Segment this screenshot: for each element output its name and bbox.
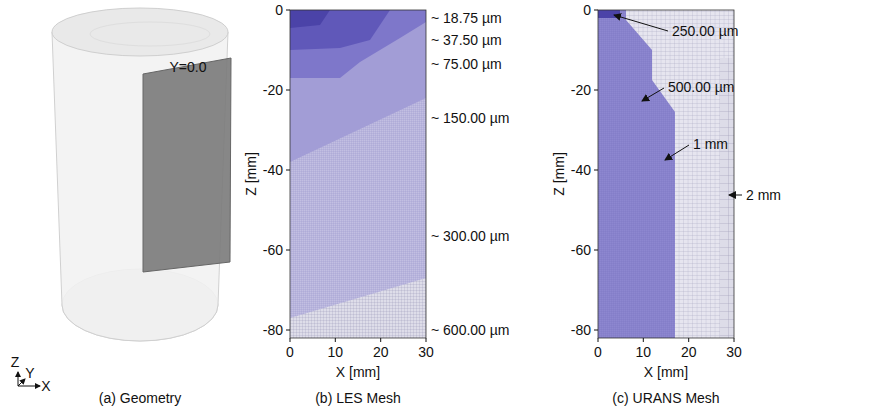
tick-label: 30 — [418, 344, 434, 360]
mesh-size-label: 250.00 µm — [672, 23, 738, 39]
les-mesh — [286, 10, 426, 342]
tick-label: -80 — [571, 322, 591, 338]
tick-label: -40 — [571, 162, 591, 178]
tick-label: -40 — [263, 162, 283, 178]
subfigure-caption: (b) LES Mesh — [315, 390, 401, 406]
mesh-size-label: ~ 37.50 µm — [431, 32, 502, 48]
mesh-size-label: 1 mm — [693, 136, 728, 152]
mesh-size-label: 2 mm — [746, 187, 781, 203]
tick-label: -60 — [571, 242, 591, 258]
leader-lines — [614, 15, 742, 195]
plane-label: Y=0.0 — [170, 59, 207, 75]
tick-label: 0 — [286, 344, 294, 360]
tick-label: -60 — [263, 242, 283, 258]
tick-label: -80 — [263, 322, 283, 338]
tick-label: 10 — [328, 344, 344, 360]
tick-label: 0 — [583, 2, 591, 18]
mesh-size-label: ~ 300.00 µm — [431, 228, 510, 244]
tick-label: 10 — [636, 344, 652, 360]
axis-title: X [mm] — [644, 364, 688, 380]
subfigure-caption: (a) Geometry — [99, 390, 181, 406]
tick-label: -20 — [263, 82, 283, 98]
axis-title: Z [mm] — [551, 152, 567, 196]
mesh-size-label: ~ 75.00 µm — [431, 56, 502, 72]
tick-label: -20 — [571, 82, 591, 98]
tick-label: 0 — [275, 2, 283, 18]
axis-name: Z — [11, 354, 20, 370]
tick-label: 20 — [681, 344, 697, 360]
mesh-size-label: ~ 150.00 µm — [431, 110, 510, 126]
axis-title: X [mm] — [336, 364, 380, 380]
mesh-size-label: ~ 600.00 µm — [431, 322, 510, 338]
mesh-size-label: ~ 18.75 µm — [431, 10, 502, 26]
axis-name: X — [41, 378, 50, 394]
urans-mesh — [594, 10, 742, 342]
tick-label: 20 — [373, 344, 389, 360]
axis-title: Z [mm] — [243, 152, 259, 196]
subfigure-caption: (c) URANS Mesh — [612, 390, 719, 406]
mesh-size-label: 500.00 µm — [668, 79, 734, 95]
axis-name: Y — [25, 365, 34, 381]
tick-label: 0 — [594, 344, 602, 360]
cylinder — [52, 8, 231, 341]
tick-label: 30 — [726, 344, 742, 360]
